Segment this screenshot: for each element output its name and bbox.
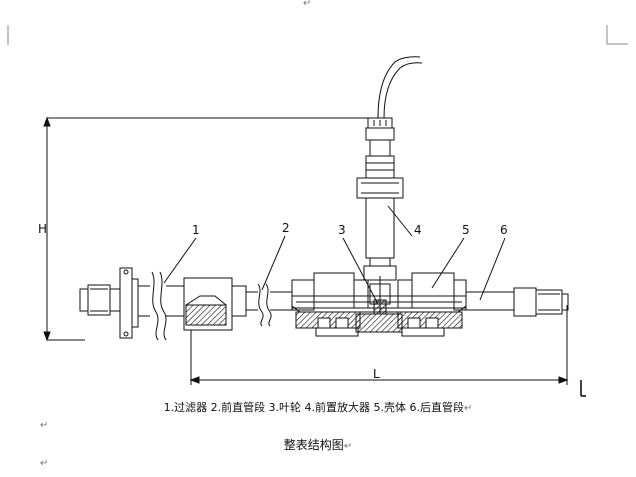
crop-marks bbox=[7, 25, 628, 45]
filter-section bbox=[166, 277, 258, 331]
callout-3: 3 bbox=[338, 223, 346, 237]
parts-caption-text: 1.过滤器 2.前直管段 3.叶轮 4.前置放大器 5.壳体 6.后直管段 bbox=[163, 401, 465, 414]
parts-caption: 1.过滤器 2.前直管段 3.叶轮 4.前置放大器 5.壳体 6.后直管段↵ bbox=[0, 399, 636, 415]
signal-cable bbox=[377, 56, 423, 119]
paragraph-mark-title: ↵ bbox=[343, 441, 353, 452]
callout-4: 4 bbox=[414, 223, 422, 237]
callout-1: 1 bbox=[192, 223, 200, 237]
break-mark-left bbox=[151, 271, 167, 341]
paragraph-mark-left-1: ↵ bbox=[40, 420, 49, 431]
preamplifier-column bbox=[356, 117, 404, 259]
dimension-h-lines bbox=[43, 116, 370, 342]
dimension-l-lines bbox=[189, 305, 569, 385]
left-inlet-fitting bbox=[79, 267, 150, 339]
rear-pipe-and-outlet bbox=[466, 287, 569, 317]
callout-5: 5 bbox=[462, 223, 470, 237]
figure-title: 整表结构图↵ bbox=[0, 436, 636, 453]
dimension-l-label: L bbox=[373, 367, 380, 381]
meter-housing bbox=[291, 257, 467, 337]
front-straight-pipe bbox=[270, 291, 292, 311]
callout-6: 6 bbox=[500, 223, 508, 237]
leader-lines bbox=[163, 205, 506, 305]
dimension-h-label: H bbox=[38, 222, 48, 236]
callout-2: 2 bbox=[282, 221, 290, 235]
end-marker bbox=[580, 380, 586, 397]
paragraph-mark-top: ↵ bbox=[303, 0, 312, 9]
figure-title-text: 整表结构图 bbox=[283, 438, 344, 452]
paragraph-mark-left-2: ↵ bbox=[40, 458, 49, 469]
paragraph-mark-parts: ↵ bbox=[464, 403, 473, 414]
break-mark-middle bbox=[257, 283, 272, 327]
